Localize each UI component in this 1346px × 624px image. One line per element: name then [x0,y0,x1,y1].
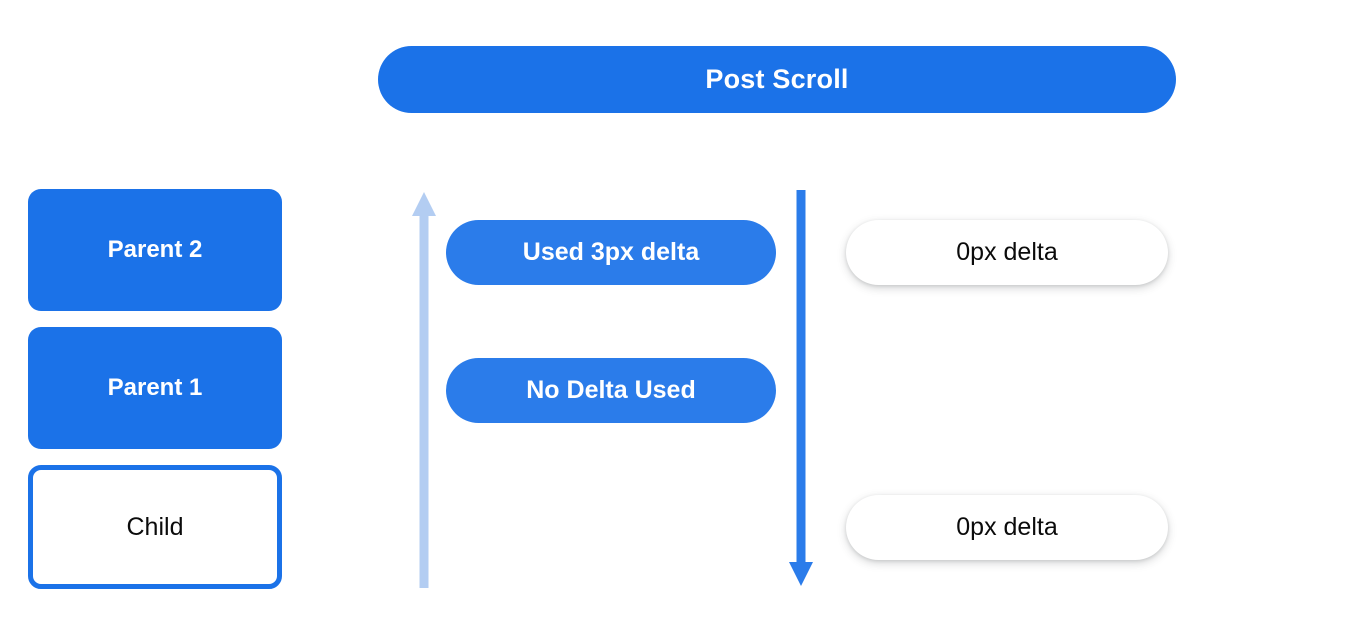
node-child-label: Child [126,512,184,541]
pill-used-3px-delta: Used 3px delta [446,220,776,285]
node-parent-2-label: Parent 2 [107,236,203,263]
pill-zero-delta-bottom-label: 0px delta [956,513,1058,541]
node-child: Child [28,465,282,589]
pill-zero-delta-bottom: 0px delta [846,495,1168,560]
node-parent-1-label: Parent 1 [107,374,203,401]
scroll-up-arrow-icon [412,192,436,588]
pill-zero-delta-top-label: 0px delta [956,238,1058,266]
node-parent-2: Parent 2 [28,189,282,311]
node-parent-1: Parent 1 [28,327,282,449]
pill-no-delta-used-label: No Delta Used [526,376,696,404]
page-title: Post Scroll [705,64,849,94]
scroll-down-arrow-icon [789,190,813,586]
pill-no-delta-used: No Delta Used [446,358,776,423]
post-scroll-banner: Post Scroll [378,46,1176,113]
node-stack: Parent 2 Parent 1 Child [28,189,282,589]
pill-zero-delta-top: 0px delta [846,220,1168,285]
pill-used-3px-delta-label: Used 3px delta [522,238,700,266]
